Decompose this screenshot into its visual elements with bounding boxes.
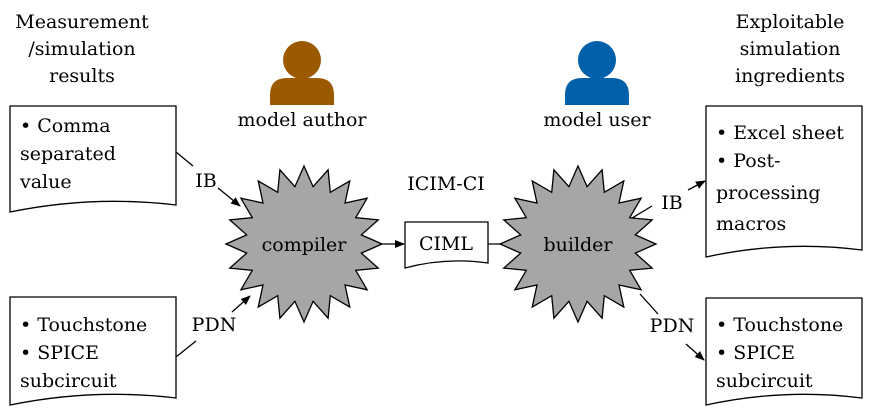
arrow-ib-in: [217, 187, 241, 207]
arrow-ib-out-lower: [631, 205, 653, 219]
edge-label-ib-in: IB: [195, 170, 216, 192]
output-pdn-line-2: • SPICE: [716, 342, 795, 364]
model-author-label: model author: [238, 109, 368, 131]
right-header: Exploitable simulation ingredients: [735, 11, 845, 87]
arrow-pdn-in: [231, 295, 251, 313]
edge-label-pdn-in: PDN: [192, 314, 237, 336]
input-ib-line-2: separated: [20, 143, 116, 165]
output-pdn-document: • Touchstone • SPICE subcircuit: [705, 297, 863, 406]
model-user-label: model user: [543, 109, 651, 131]
input-pdn-document: • Touchstone • SPICE subcircuit: [9, 296, 177, 406]
arrow-pdn-out: [685, 343, 705, 361]
builder-starburst-shape: [498, 164, 658, 324]
compiler-process: compiler: [224, 164, 384, 324]
left-header: Measurement /simulation results: [15, 11, 149, 87]
arrow-ib-in-upper: [175, 151, 194, 167]
ciml-document: CIML: [404, 221, 489, 269]
builder-label: builder: [543, 234, 613, 256]
arrow-pdn-in-lower: [175, 340, 197, 358]
edge-label-ib-out: IB: [661, 192, 682, 214]
model-user-person-icon: [565, 41, 629, 105]
arrow-ib-out: [687, 180, 706, 191]
right-header-line-1: Exploitable: [736, 11, 845, 33]
input-ib-line-3: value: [19, 171, 72, 193]
output-ib-line-3: processing: [716, 182, 821, 204]
output-pdn-line-3: subcircuit: [716, 370, 813, 392]
left-header-line-1: Measurement: [15, 11, 149, 33]
input-pdn-line-2: • SPICE: [20, 342, 99, 364]
arrow-pdn-out-upper: [639, 293, 659, 315]
input-ib-line-1: • Comma: [20, 115, 111, 137]
output-ib-line-4: macros: [716, 213, 786, 235]
input-ib-document: • Comma separated value: [9, 105, 177, 213]
builder-process: builder: [498, 164, 658, 324]
input-pdn-line-3: subcircuit: [20, 370, 117, 392]
format-title: ICIM-CI: [407, 173, 484, 195]
compiler-label: compiler: [262, 234, 348, 256]
input-pdn-line-1: • Touchstone: [20, 314, 147, 336]
compiler-starburst-shape: [224, 164, 384, 324]
ciml-label: CIML: [419, 233, 473, 255]
output-pdn-line-1: • Touchstone: [716, 314, 843, 336]
output-ib-document: • Excel sheet • Post- processing macros: [705, 105, 863, 258]
output-ib-line-2: • Post-: [716, 150, 781, 172]
edge-label-pdn-out: PDN: [650, 315, 695, 337]
right-header-line-3: ingredients: [735, 65, 845, 87]
model-author-person-icon: [270, 41, 334, 105]
left-header-line-2: /simulation: [28, 38, 135, 60]
right-header-line-2: simulation: [740, 38, 841, 60]
output-ib-line-1: • Excel sheet: [716, 122, 844, 144]
left-header-line-3: results: [49, 65, 115, 87]
